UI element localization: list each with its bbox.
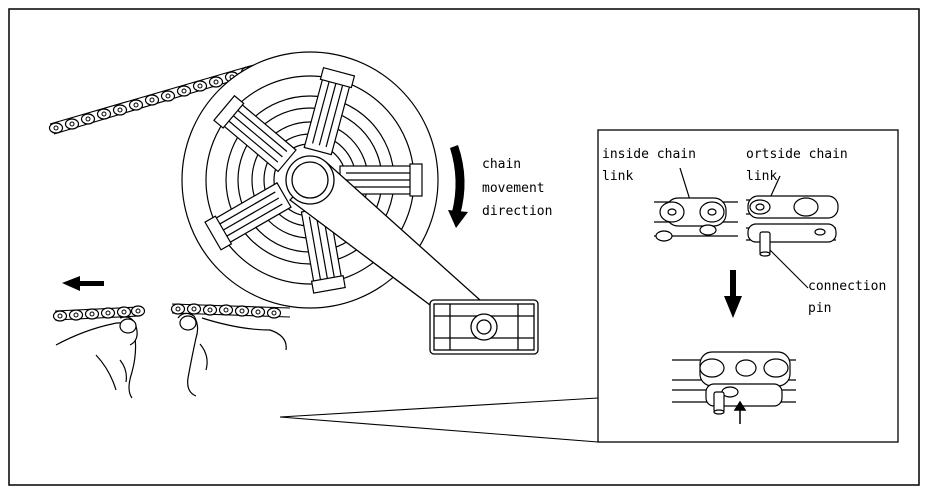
label-connection-pin-1: connection bbox=[808, 279, 886, 294]
label-outside-chain-2: link bbox=[746, 169, 777, 184]
label-connection-pin-2: pin bbox=[808, 301, 831, 316]
pedal bbox=[429, 299, 539, 355]
label-chain-movement-1: chain bbox=[482, 157, 521, 172]
curved-arrow-icon bbox=[448, 145, 468, 228]
crank-arm bbox=[285, 155, 482, 321]
right-hand bbox=[177, 312, 287, 397]
outside-chain-link bbox=[746, 175, 839, 257]
connection-pin-leader bbox=[769, 249, 809, 289]
left-hand bbox=[55, 316, 138, 399]
label-chain-movement-3: direction bbox=[482, 204, 552, 219]
label-chain-movement-2: movement bbox=[482, 181, 545, 196]
label-inside-chain-2: link bbox=[602, 169, 633, 184]
label-inside-chain-1: inside chain bbox=[602, 147, 696, 162]
down-arrow-icon bbox=[724, 270, 742, 318]
assembled-chain bbox=[672, 351, 796, 415]
inside-chain-link bbox=[654, 167, 738, 242]
outer-frame bbox=[8, 8, 920, 486]
up-arrow-icon bbox=[733, 400, 747, 424]
left-arrow-icon bbox=[62, 276, 104, 291]
label-outside-chain-1: ortside chain bbox=[746, 147, 848, 162]
callout-lines bbox=[279, 397, 599, 443]
separated-chain-right bbox=[170, 303, 291, 319]
